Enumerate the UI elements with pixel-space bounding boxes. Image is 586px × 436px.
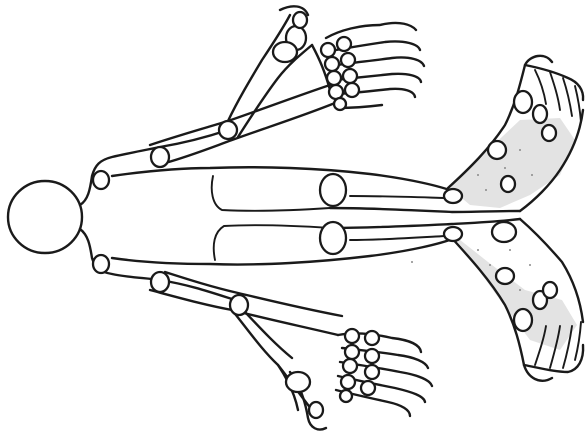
upper-heel-joint [501,176,515,192]
head [8,181,82,253]
lower-midfoot-joint [496,268,514,284]
lower-arm-joint [151,272,169,292]
lower-finger-joint [340,390,352,402]
upper-finger-joint [334,98,346,110]
upper-shoulder-joint [93,171,109,189]
upper-foot-joint-3 [542,125,556,141]
upper-finger-joint [343,69,357,83]
lower-foot-joint-1 [514,309,532,331]
upper-ankle-joint [444,189,462,203]
upper-arm [150,15,335,163]
upper-midfoot-joint [488,141,506,159]
lower-heel-joint [492,222,516,242]
upper-hip-joint [320,174,346,206]
lower-finger-joint [343,359,357,373]
lower-finger-joint [361,381,375,395]
upper-finger-joint [327,71,341,85]
lower-finger-joint [345,345,359,359]
lower-hip-joint [320,222,346,254]
lower-finger-joint [365,365,379,379]
lower-finger-joint [341,375,355,389]
lower-foot-joint-3 [543,282,557,298]
lower-elbow-joint [230,295,248,315]
lower-shoulder-joint [93,255,109,273]
lower-wrist-joint [286,372,310,392]
torso-outline [80,130,520,300]
upper-finger-joint [329,85,343,99]
upper-arm-joint [151,147,169,167]
upper-finger-joint [321,43,335,57]
lower-arm [150,272,342,410]
upper-finger-joint [341,53,355,67]
upper-foot-joint-1 [514,91,532,113]
lower-ankle-joint [444,227,462,241]
lower-finger-joint [365,331,379,345]
lower-finger-joint [365,349,379,363]
upper-thumb-joint [293,12,307,28]
upper-foot-joint-2 [533,105,547,123]
lower-thumb-joint [309,402,323,418]
upper-finger-joint [325,57,339,71]
lower-finger-joint [345,329,359,343]
upper-elbow-joint [219,121,237,139]
upper-palm-joint [273,42,297,62]
upper-finger-joint [337,37,351,51]
upper-finger-joint [345,83,359,97]
